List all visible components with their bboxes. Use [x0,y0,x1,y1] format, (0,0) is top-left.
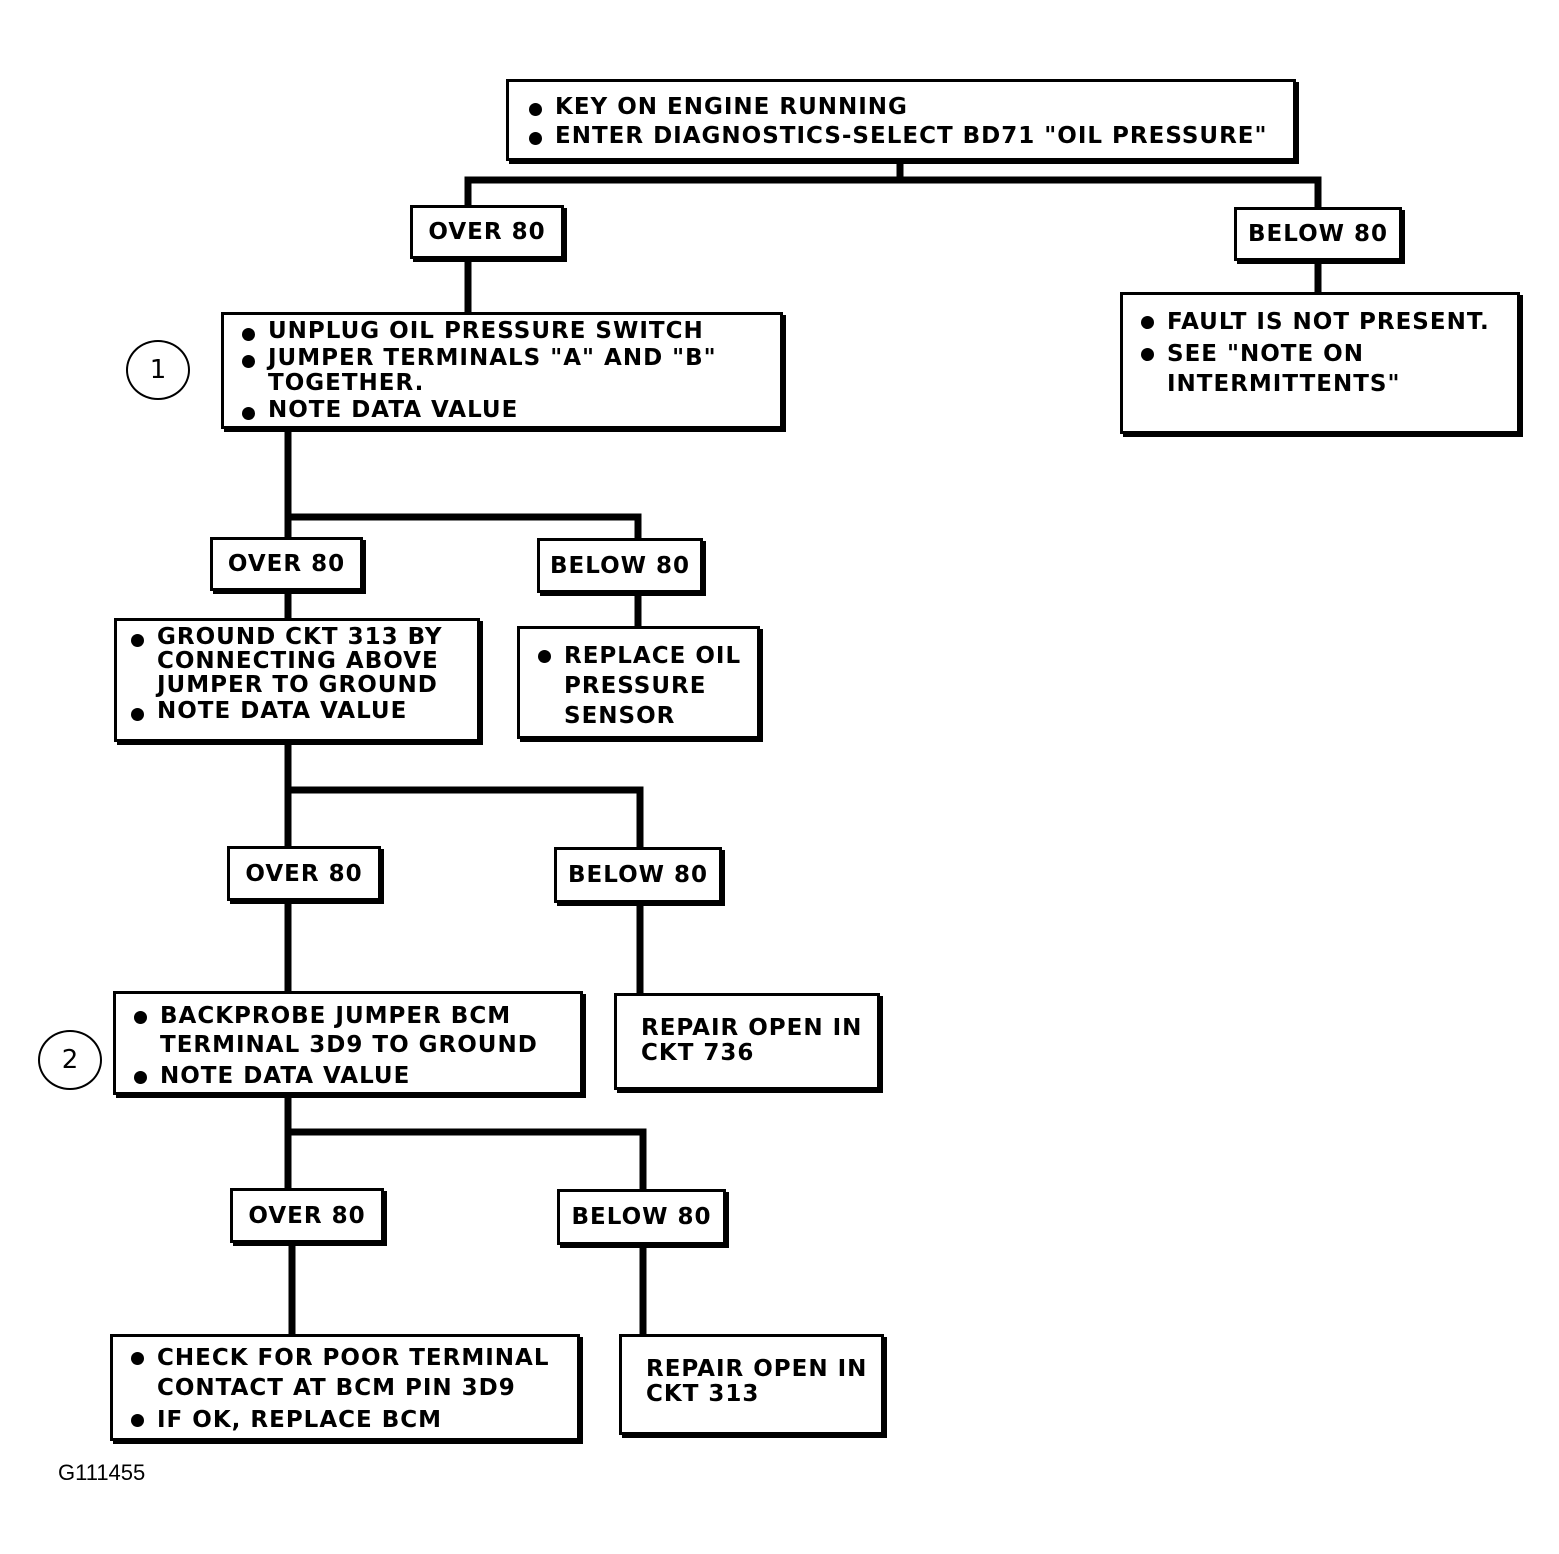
ground-ckt-313-box: GROUND CKT 313 BY CONNECTING ABOVE JUMPE… [114,618,480,742]
result-item: SEE "NOTE ON INTERMITTENTS" [1137,339,1509,399]
check-poor-terminal-contact-box: CHECK FOR POOR TERMINAL CONTACT AT BCM P… [110,1334,580,1441]
step1-item: JUMPER TERMINALS "A" AND "B" TOGETHER. [238,346,772,396]
start-box: KEY ON ENGINE RUNNING ENTER DIAGNOSTICS-… [506,79,1296,161]
over-80-box: OVER 80 [227,846,381,901]
below-80-box: BELOW 80 [537,538,703,593]
result-item: FAULT IS NOT PRESENT. [1137,307,1509,337]
step-marker-1: 1 [126,340,190,400]
below-80-box: BELOW 80 [557,1189,726,1245]
action-item: IF OK, REPLACE BCM [127,1405,569,1435]
connector-step1-branch [284,513,642,541]
repair-open-ckt-313-box: REPAIR OPEN IN CKT 313 [619,1334,884,1435]
repair-open-ckt-736-box: REPAIR OPEN IN CKT 736 [614,993,880,1090]
replace-oil-pressure-sensor-box: REPLACE OIL PRESSURE SENSOR [517,626,760,739]
over-80-box: OVER 80 [230,1188,384,1243]
step1-box: UNPLUG OIL PRESSURE SWITCH JUMPER TERMIN… [221,312,783,429]
step-marker-2: 2 [38,1030,102,1090]
connector-step2-branch [284,1128,647,1193]
below-80-box: BELOW 80 [1234,207,1402,261]
action-item: REPLACE OIL PRESSURE SENSOR [534,641,749,731]
start-item: ENTER DIAGNOSTICS-SELECT BD71 "OIL PRESS… [525,123,1285,150]
fault-not-present-box: FAULT IS NOT PRESENT. SEE "NOTE ON INTER… [1120,292,1520,434]
step1-item: NOTE DATA VALUE [238,398,772,423]
action-item: NOTE DATA VALUE [127,699,469,723]
figure-id: G111455 [58,1460,146,1485]
over-80-box: OVER 80 [210,537,363,591]
connector-action2-branch [284,786,644,851]
below-80-box: BELOW 80 [554,847,722,903]
start-item: KEY ON ENGINE RUNNING [525,94,1285,121]
step2-item: NOTE DATA VALUE [130,1062,572,1091]
step2-box: BACKPROBE JUMPER BCM TERMINAL 3D9 TO GRO… [113,991,583,1095]
step1-item: UNPLUG OIL PRESSURE SWITCH [238,319,772,344]
action-item: CHECK FOR POOR TERMINAL CONTACT AT BCM P… [127,1343,569,1403]
over-80-box: OVER 80 [410,205,564,259]
step2-item: BACKPROBE JUMPER BCM TERMINAL 3D9 TO GRO… [130,1002,572,1060]
action-item: GROUND CKT 313 BY CONNECTING ABOVE JUMPE… [127,625,469,697]
